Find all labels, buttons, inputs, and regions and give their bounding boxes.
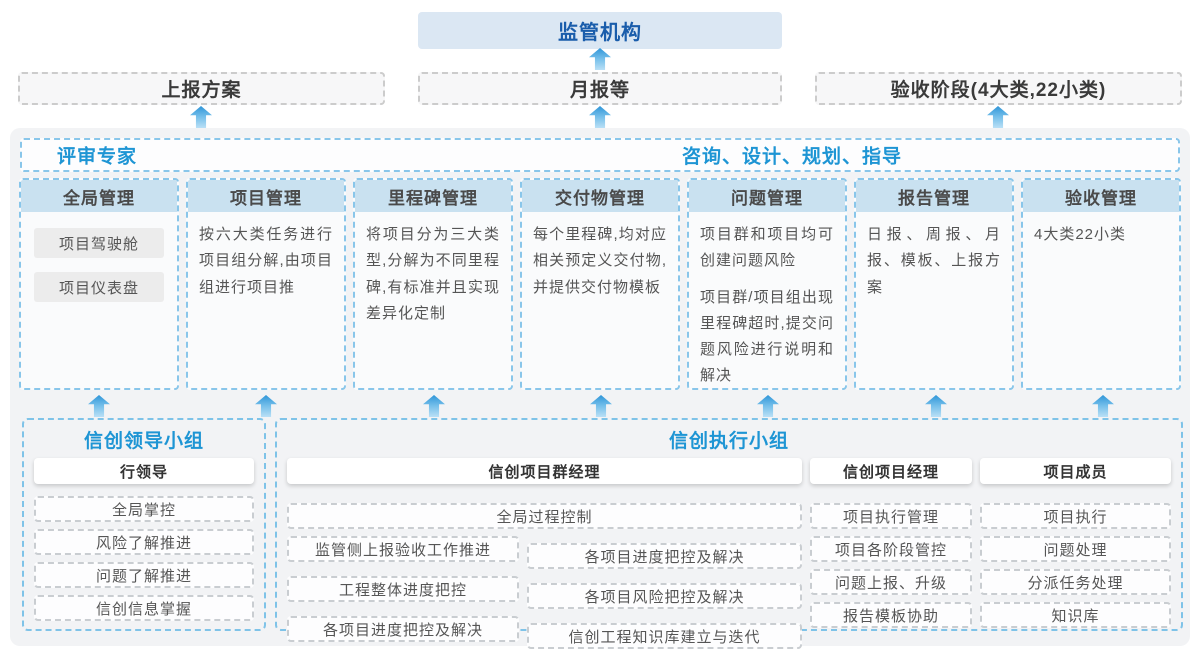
column-deliverable-mgmt: 交付物管理 每个里程碑,均对应相关预定义交付物,并提供交付物模板: [520, 178, 680, 390]
report-box-monthly: 月报等: [418, 72, 782, 105]
leader-item: 全局掌控: [34, 496, 254, 522]
pm-item: 监管侧上报验收工作推进: [287, 536, 519, 562]
executor-group-box: 信创执行小组 信创项目群经理 全局过程控制 监管侧上报验收工作推进 各项目进度把…: [275, 418, 1183, 649]
consulting-label: 咨询、设计、规划、指导: [681, 146, 903, 168]
column-text: 按六大类任务进行项目组分解,由项目组进行项目推: [199, 226, 333, 296]
column-header: 报告管理: [856, 180, 1012, 212]
column-text: 日报、周报、月报、模板、上报方案: [867, 226, 1001, 296]
column-global-mgmt: 全局管理 项目驾驶舱 项目仪表盘: [19, 178, 179, 390]
column-body: 项目群和项目均可创建问题风险 项目群/项目组出现里程碑超时,提交问题风险进行说明…: [689, 212, 845, 388]
column-project-mgmt: 项目管理 按六大类任务进行项目组分解,由项目组进行项目推: [186, 178, 346, 390]
column-body: 每个里程碑,均对应相关预定义交付物,并提供交付物模板: [522, 212, 678, 321]
column-milestone-mgmt: 里程碑管理 将项目分为三大类型,分解为不同里程碑,有标准并且实现差异化定制: [353, 178, 513, 390]
regulator-box: 监管机构: [418, 12, 782, 49]
leader-item: 风险了解推进: [34, 529, 254, 555]
column-report-mgmt: 报告管理 日报、周报、月报、模板、上报方案: [854, 178, 1014, 390]
management-columns: 全局管理 项目驾驶舱 项目仪表盘 项目管理 按六大类任务进行项目组分解,由项目组…: [10, 178, 1190, 390]
experts-label: 评审专家: [57, 146, 138, 168]
column-text: 项目群/项目组出现里程碑超时,提交问题风险进行说明和解决: [700, 288, 834, 385]
report-box-plan: 上报方案: [18, 72, 385, 105]
pm-item: 各项目进度把控及解决: [527, 543, 802, 569]
leader-item: 问题了解推进: [34, 562, 254, 588]
column-header: 验收管理: [1023, 180, 1179, 212]
column-text: 4大类22小类: [1034, 226, 1127, 243]
project-manager-item: 报告模板协助: [810, 602, 972, 628]
column-acceptance-mgmt: 验收管理 4大类22小类: [1021, 178, 1181, 390]
project-manager-item: 问题上报、升级: [810, 569, 972, 595]
chip-project-dashboard: 项目仪表盘: [34, 272, 164, 302]
bottom-groups: 信创领导小组 行领导 全局掌控 风险了解推进 问题了解推进 信创信息掌握 信创执…: [10, 418, 1190, 649]
column-header: 全局管理: [21, 180, 177, 212]
arrow-up-icon: [925, 395, 947, 417]
arrow-up-icon: [589, 106, 611, 128]
project-members-column: 项目成员 项目执行 问题处理 分派任务处理 知识库: [980, 458, 1171, 649]
column-text: 将项目分为三大类型,分解为不同里程碑,有标准并且实现差异化定制: [366, 226, 500, 322]
member-item: 问题处理: [980, 536, 1171, 562]
project-manager-item: 项目执行管理: [810, 503, 972, 529]
column-body: 将项目分为三大类型,分解为不同里程碑,有标准并且实现差异化定制: [355, 212, 511, 347]
arrow-up-icon: [590, 395, 612, 417]
leader-item: 信创信息掌握: [34, 595, 254, 621]
pm-item: 信创工程知识库建立与迭代: [527, 623, 802, 649]
pm-wide-item: 全局过程控制: [287, 503, 802, 529]
leader-group-title: 信创领导小组: [83, 430, 204, 452]
role-program-manager: 信创项目群经理: [287, 458, 802, 484]
executor-grid: 信创项目群经理 全局过程控制 监管侧上报验收工作推进 各项目进度把控及解决 工程…: [277, 458, 1181, 649]
column-text: 每个里程碑,均对应相关预定义交付物,并提供交付物模板: [533, 226, 667, 296]
arrow-up-icon: [1092, 395, 1114, 417]
column-text: 项目群和项目均可创建问题风险: [700, 226, 834, 270]
regulator-label: 监管机构: [558, 22, 642, 44]
report-monthly-label: 月报等: [569, 80, 630, 101]
pm-item: 各项目风险把控及解决: [527, 583, 802, 609]
arrow-up-icon: [190, 106, 212, 128]
role-project-manager: 信创项目经理: [810, 458, 972, 484]
column-body: 4大类22小类: [1023, 212, 1179, 268]
platform-container: 评审专家 咨询、设计、规划、指导 全局管理 项目驾驶舱 项目仪表盘 项目管理 按…: [10, 128, 1190, 649]
pm-item: 各项目进度把控及解决: [287, 616, 519, 642]
member-item: 分派任务处理: [980, 569, 1171, 595]
pm-row: 监管侧上报验收工作推进 各项目进度把控及解决: [287, 536, 802, 569]
role-bank-leader: 行领导: [34, 458, 254, 484]
arrow-up-icon: [255, 395, 277, 417]
arrow-up-icon: [423, 395, 445, 417]
leader-group-box: 信创领导小组 行领导 全局掌控 风险了解推进 问题了解推进 信创信息掌握: [22, 418, 266, 631]
column-header: 里程碑管理: [355, 180, 511, 212]
report-acceptance-label: 验收阶段(4大类,22小类): [890, 80, 1107, 101]
column-body: 日报、周报、月报、模板、上报方案: [856, 212, 1012, 321]
arrow-up-icon: [88, 395, 110, 417]
pm-row: 各项目进度把控及解决 信创工程知识库建立与迭代: [287, 616, 802, 649]
executor-group-title: 信创执行小组: [668, 430, 789, 452]
report-plan-label: 上报方案: [161, 80, 242, 101]
program-manager-column: 信创项目群经理 全局过程控制 监管侧上报验收工作推进 各项目进度把控及解决 工程…: [287, 458, 802, 649]
column-header: 问题管理: [689, 180, 845, 212]
column-header: 交付物管理: [522, 180, 678, 212]
project-manager-item: 项目各阶段管控: [810, 536, 972, 562]
member-item: 项目执行: [980, 503, 1171, 529]
experts-bar: 评审专家 咨询、设计、规划、指导: [20, 138, 1180, 172]
column-header: 项目管理: [188, 180, 344, 212]
member-item: 知识库: [980, 602, 1171, 628]
role-project-member: 项目成员: [980, 458, 1171, 484]
arrow-up-icon: [589, 48, 611, 70]
report-box-acceptance: 验收阶段(4大类,22小类): [815, 72, 1182, 105]
column-body: 按六大类任务进行项目组分解,由项目组进行项目推: [188, 212, 344, 321]
mid-arrows-row: [10, 395, 1190, 417]
column-issue-mgmt: 问题管理 项目群和项目均可创建问题风险 项目群/项目组出现里程碑超时,提交问题风…: [687, 178, 847, 390]
arrow-up-icon: [987, 106, 1009, 128]
project-manager-column: 信创项目经理 项目执行管理 项目各阶段管控 问题上报、升级 报告模板协助: [810, 458, 972, 649]
chip-project-cockpit: 项目驾驶舱: [34, 228, 164, 258]
pm-item: 工程整体进度把控: [287, 576, 519, 602]
pm-row: 工程整体进度把控 各项目风险把控及解决: [287, 576, 802, 609]
column-body: 项目驾驶舱 项目仪表盘: [21, 212, 177, 326]
arrow-up-icon: [757, 395, 779, 417]
